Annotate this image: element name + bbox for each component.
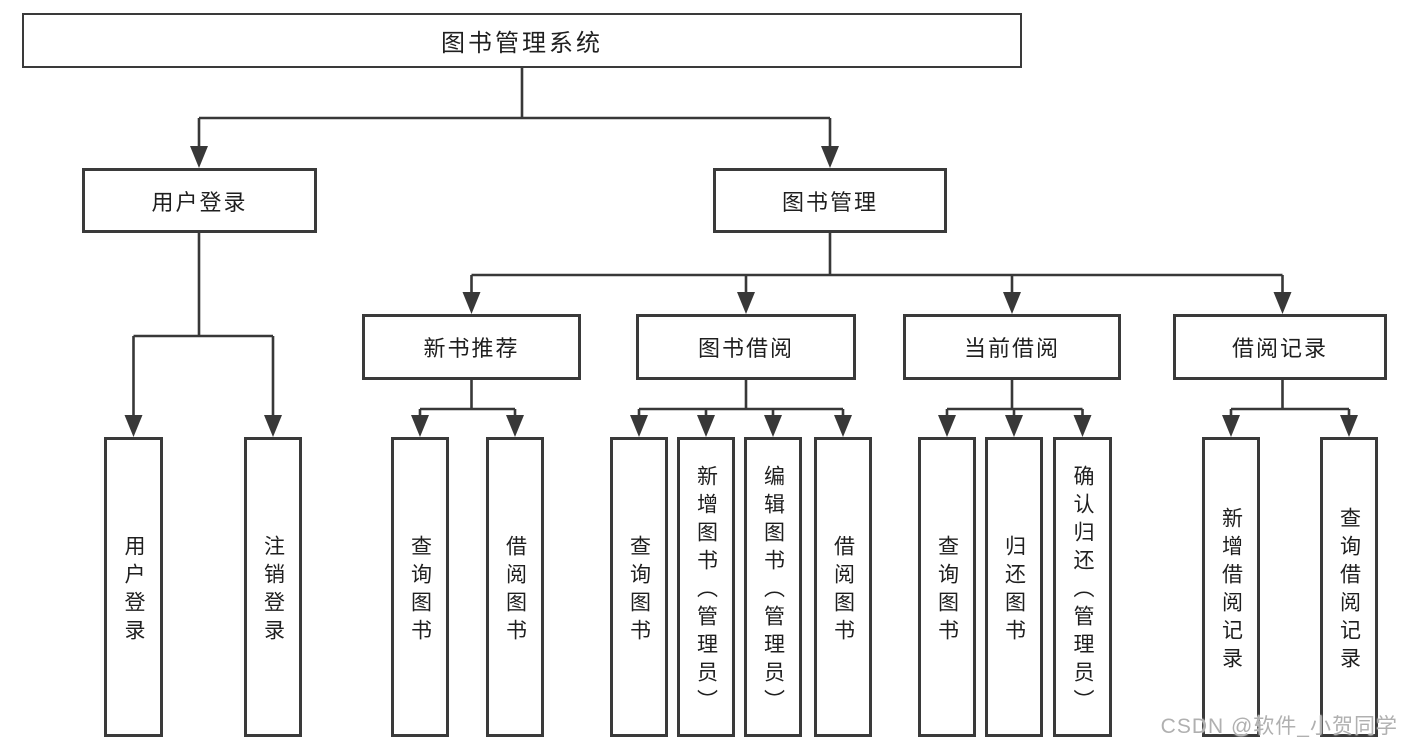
leaf-edit-books-admin: 编辑图书（管理员） [744, 437, 802, 737]
node-current-borrow-label: 当前借阅 [963, 336, 1060, 361]
leaf-user-login: 用户登录 [104, 437, 163, 737]
arrowhead-down [124, 415, 143, 437]
leaf-confirm-return-admin-label: 确认归还（管理员） [1071, 464, 1094, 717]
arrowhead-down [737, 292, 755, 314]
connector-user-login-to-leaves [132, 233, 275, 417]
leaf-query-books-current: 查询图书 [918, 437, 976, 737]
leaf-return-books: 归还图书 [985, 437, 1043, 737]
arrowhead-down [764, 415, 782, 437]
node-book-management: 图书管理 [713, 168, 947, 233]
leaf-add-books-admin: 新增图书（管理员） [677, 437, 735, 737]
node-root-label: 图书管理系统 [441, 30, 603, 57]
leaf-edit-books-admin-label: 编辑图书（管理员） [761, 464, 785, 717]
leaf-user-login-label: 用户登录 [122, 534, 145, 647]
leaf-query-books-current-label: 查询图书 [935, 534, 959, 647]
leaf-query-borrow-record: 查询借阅记录 [1320, 437, 1378, 737]
leaf-add-borrow-record-label: 新增借阅记录 [1219, 506, 1243, 675]
leaf-logout-label: 注销登录 [261, 534, 285, 647]
leaf-borrow-books-recommend-label: 借阅图书 [503, 534, 527, 647]
connector-root-to-level1 [197, 68, 832, 148]
node-new-book-recommend-label: 新书推荐 [423, 336, 520, 361]
node-borrow-records-label: 借阅记录 [1231, 336, 1328, 361]
arrowhead-down [834, 415, 852, 437]
node-book-management-label: 图书管理 [781, 189, 878, 215]
arrowhead-down [1073, 415, 1092, 437]
connector-book-borrow-to-leaves [637, 380, 845, 417]
arrowhead-down [1222, 415, 1240, 437]
leaf-return-books-label: 归还图书 [1002, 534, 1026, 647]
arrowhead-down [411, 415, 429, 437]
leaf-borrow-books-recommend: 借阅图书 [486, 437, 544, 737]
arrowhead-down [1003, 292, 1021, 314]
node-user-login-label: 用户登录 [151, 189, 248, 215]
leaf-add-books-admin-label: 新增图书（管理员） [694, 464, 718, 717]
leaf-confirm-return-admin: 确认归还（管理员） [1053, 437, 1112, 737]
arrowhead-down [190, 146, 208, 168]
leaf-query-books-recommend-label: 查询图书 [408, 534, 432, 647]
connector-borrow-records-to-leaves [1229, 380, 1351, 417]
leaf-logout: 注销登录 [244, 437, 302, 737]
leaf-query-borrow-record-label: 查询借阅记录 [1337, 506, 1361, 675]
arrowhead-down [938, 415, 956, 437]
watermark-text: CSDN @软件_小贺同学 [1160, 715, 1398, 738]
arrowhead-down [264, 415, 282, 437]
node-borrow-records: 借阅记录 [1173, 314, 1387, 380]
node-user-login: 用户登录 [82, 168, 317, 233]
arrowhead-down [630, 415, 648, 437]
leaf-query-books-borrow: 查询图书 [610, 437, 668, 737]
arrowhead-down [1340, 415, 1358, 437]
arrowhead-down [1005, 415, 1023, 437]
leaf-borrow-books: 借阅图书 [814, 437, 872, 737]
node-book-borrow: 图书借阅 [636, 314, 856, 380]
node-current-borrow: 当前借阅 [903, 314, 1121, 380]
arrowhead-down [506, 415, 524, 437]
connector-book-management-to-level2 [470, 233, 1284, 294]
node-root: 图书管理系统 [22, 13, 1022, 68]
node-new-book-recommend: 新书推荐 [362, 314, 581, 380]
arrowhead-down [821, 146, 839, 168]
leaf-add-borrow-record: 新增借阅记录 [1202, 437, 1260, 737]
node-book-borrow-label: 图书借阅 [697, 336, 794, 361]
arrowhead-down [1273, 292, 1292, 314]
leaf-query-books-recommend: 查询图书 [391, 437, 449, 737]
arrowhead-down [462, 292, 481, 314]
leaf-borrow-books-label: 借阅图书 [831, 534, 855, 647]
leaf-query-books-borrow-label: 查询图书 [627, 534, 651, 647]
connector-new-book-recommend-to-leaves [418, 380, 517, 417]
connector-current-borrow-to-leaves [945, 380, 1084, 417]
arrowhead-down [697, 415, 715, 437]
